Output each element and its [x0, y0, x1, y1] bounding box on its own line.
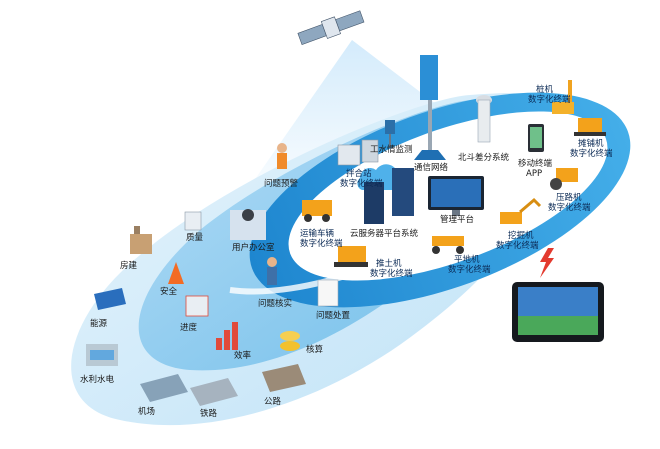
label-tuitu-1: 推土机 — [376, 258, 402, 269]
label-nengyuan: 能源 — [90, 318, 108, 329]
roller-icon — [550, 168, 578, 190]
highway-icon — [262, 364, 306, 392]
label-yunshu-2: 数字化终端 — [300, 238, 343, 249]
excavator-icon — [500, 197, 542, 224]
housing-icon — [130, 226, 152, 254]
airport-icon — [140, 374, 188, 402]
accounting-coins-icon — [280, 331, 300, 351]
label-wenti-chuzhi: 问题处置 — [316, 310, 351, 321]
efficiency-chart-icon — [216, 322, 238, 350]
label-banhezhan-1: 拌合站 — [346, 168, 372, 179]
transport-truck-icon — [302, 200, 332, 222]
label-wenti-heshi: 问题核实 — [258, 298, 292, 309]
label-yunshu-1: 运输车辆 — [300, 228, 335, 239]
label-zhuangji-2: 数字化终端 — [528, 94, 571, 105]
tablet-device-icon — [512, 282, 604, 342]
inspector-person-icon — [277, 143, 287, 169]
label-wajue-2: 数字化终端 — [496, 240, 539, 251]
label-pingdi-2: 数字化终端 — [448, 264, 491, 275]
label-wenti-yujing: 问题预警 — [264, 178, 299, 189]
mobile-terminal-icon — [528, 124, 544, 152]
label-anquan: 安全 — [160, 286, 178, 297]
label-tuitu-2: 数字化终端 — [370, 268, 413, 279]
label-pingdi-1: 平地机 — [454, 254, 480, 265]
quality-icon — [184, 211, 202, 231]
core-labels: 工水情监测 通信网络 北斗差分系统 移动终端 APP 云服务器平台系统 管理平台 — [350, 144, 553, 239]
label-zhiliang: 质量 — [186, 232, 204, 243]
terminal-labels: 拌合站 数字化终端 运输车辆 数字化终端 推土机 数字化终端 平地机 数字化终端… — [300, 84, 613, 279]
label-yidong-2: APP — [526, 169, 542, 179]
label-jindu: 进度 — [180, 322, 198, 333]
schedule-icon — [185, 295, 209, 317]
label-banhezhan-2: 数字化终端 — [340, 178, 383, 189]
verifier-person-icon — [267, 257, 277, 285]
label-yonghu-bangongshi: 用户办公室 — [232, 242, 275, 253]
grader-icon — [432, 236, 464, 254]
paver-icon — [574, 118, 606, 136]
label-shuili: 水利水电 — [80, 374, 115, 385]
label-hesuan: 核算 — [306, 344, 324, 355]
hydropower-icon — [86, 344, 118, 366]
label-beidou: 北斗差分系统 — [458, 152, 510, 163]
label-yidong-1: 移动终端 — [518, 158, 553, 169]
middle-ring-labels: 质量 安全 进度 效率 核算 — [160, 232, 324, 361]
label-tanpu-2: 数字化终端 — [570, 148, 613, 159]
satellite-icon — [297, 10, 365, 45]
label-guanli: 管理平台 — [440, 214, 474, 225]
bulldozer-icon — [334, 246, 368, 267]
inner-ring-labels: 问题预警 用户办公室 问题核实 问题处置 — [232, 178, 351, 321]
monitor-icon — [428, 176, 484, 216]
label-yalu-2: 数字化终端 — [548, 202, 591, 213]
water-monitor-icon — [385, 120, 395, 148]
railway-icon — [190, 378, 238, 406]
label-fangjian: 房建 — [120, 260, 138, 271]
outer-ring-labels: 房建 能源 水利水电 机场 铁路 公路 — [80, 260, 282, 419]
safety-cone-icon — [168, 262, 184, 284]
label-xiaolv: 效率 — [234, 350, 252, 361]
cloud-server-icon — [357, 164, 414, 224]
document-icon — [317, 279, 339, 307]
signal-tower-icon — [414, 55, 446, 160]
ring-gap — [229, 187, 522, 295]
office-user-icon — [230, 209, 266, 240]
beidou-station-icon — [476, 95, 492, 143]
label-shuiqing: 工水情监测 — [370, 144, 413, 155]
energy-solar-icon — [94, 288, 126, 310]
wireless-signal-icon — [540, 248, 554, 278]
label-yunfuwuqi: 云服务器平台系统 — [350, 228, 419, 239]
batching-station-icon — [337, 139, 379, 166]
pile-driver-icon — [552, 80, 574, 114]
label-tongxin: 通信网络 — [414, 162, 449, 173]
label-wajue-1: 挖掘机 — [508, 230, 534, 241]
label-gonglu: 公路 — [264, 396, 282, 407]
label-jichang: 机场 — [138, 406, 155, 417]
label-tielu: 铁路 — [200, 408, 218, 419]
label-tanpu-1: 摊铺机 — [578, 138, 604, 149]
label-zhuangji-1: 桩机 — [536, 84, 554, 95]
label-yalu-1: 压路机 — [556, 192, 582, 203]
